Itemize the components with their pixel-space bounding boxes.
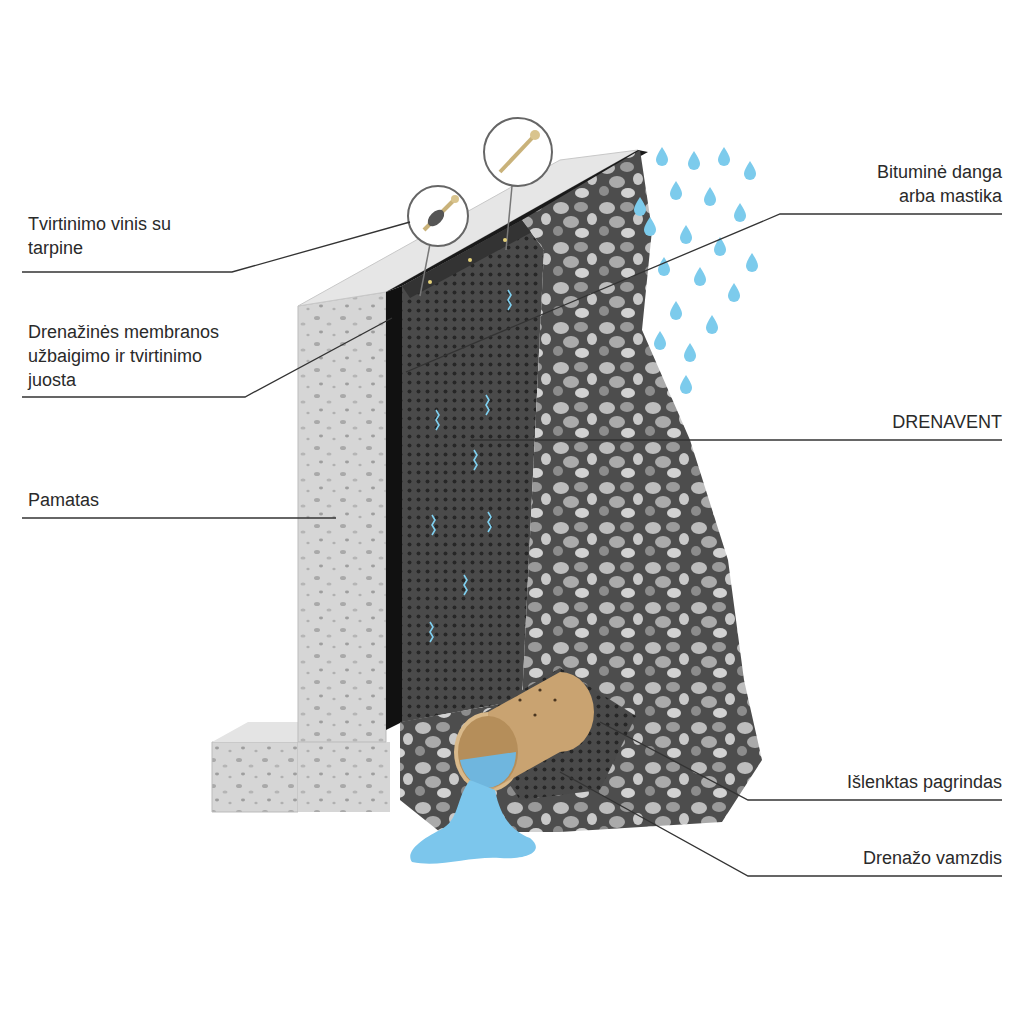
part-label: Tvirtinimo vinis su tarpine — [28, 212, 198, 260]
part-label: Drenažo vamzdis — [762, 846, 1002, 870]
part-label: Bituminė danga arba mastika — [842, 160, 1002, 208]
part-label: Pamatas — [28, 488, 228, 512]
part-label: Išlenktas pagrindas — [762, 770, 1002, 794]
part-label: Drenažinės membranos užbaigimo ir tvirti… — [28, 320, 253, 392]
product-label: DRENAVENT — [802, 410, 1002, 434]
